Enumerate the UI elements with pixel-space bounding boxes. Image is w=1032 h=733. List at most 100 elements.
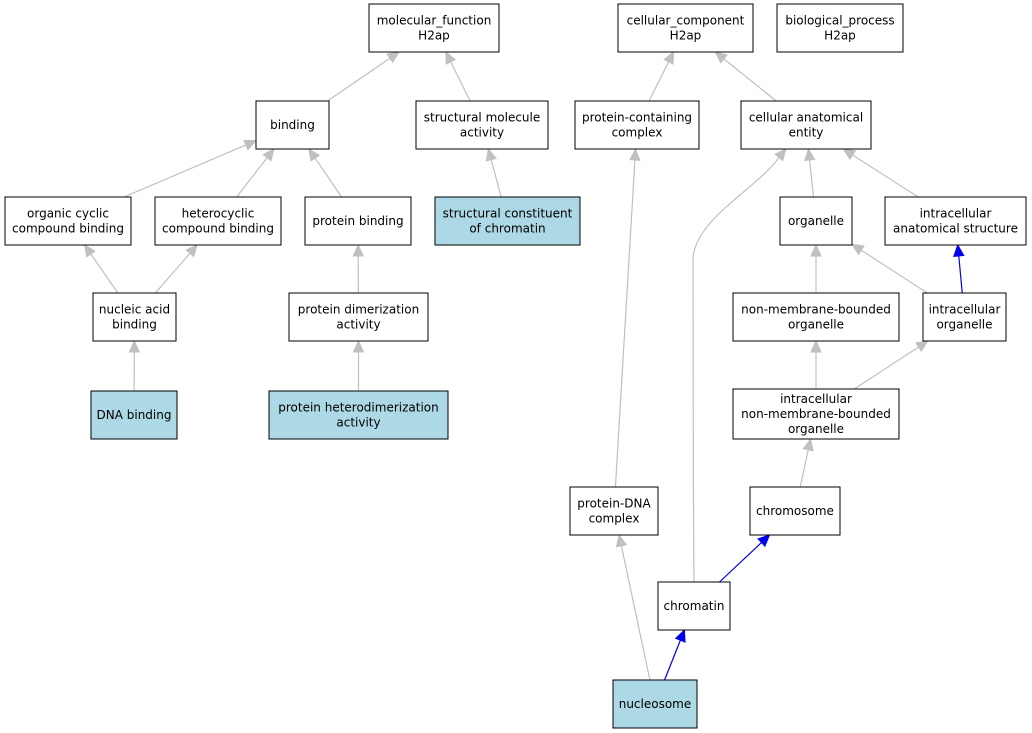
node-label-line: non-membrane-bounded (741, 303, 891, 317)
edge-inmbo-to-io (853, 340, 929, 390)
node-label-line: nucleosome (619, 697, 692, 711)
edge-arrowhead (128, 339, 141, 353)
edge-arrowhead (802, 437, 814, 452)
edge-ias-to-cae (842, 148, 919, 198)
node-label-line: activity (336, 416, 380, 430)
node-label-line: compound binding (162, 222, 274, 236)
node-box (884, 196, 1027, 246)
node-box (434, 196, 581, 246)
node-label-line: cellular_component (627, 14, 745, 28)
node-label-line: H2ap (824, 29, 856, 43)
node-box (740, 100, 872, 150)
edge-binding-to-mf (327, 51, 400, 102)
edge-arrowhead (352, 339, 365, 353)
edge-line (236, 157, 268, 198)
edge-arrowhead (445, 50, 457, 65)
edge-line (958, 255, 963, 294)
edge-arrowhead (83, 244, 96, 258)
edge-phda-to-pda (352, 339, 365, 391)
node-label-line: organelle (788, 214, 844, 228)
node-chromosome[interactable]: chromosome (749, 486, 841, 536)
node-box (779, 196, 853, 246)
edge-arrowhead (262, 148, 275, 162)
node-label-line: cellular anatomical (749, 111, 863, 125)
edge-arrowhead (485, 147, 497, 162)
edge-pdnac-to-pcc (614, 147, 641, 488)
node-organelle[interactable]: organelle (779, 196, 853, 246)
node-binding[interactable]: binding (255, 100, 330, 150)
edge-arrowhead (615, 533, 628, 548)
node-label-line: biological_process (785, 14, 894, 28)
node-label-line: of chromatin (469, 222, 545, 236)
node-label-line: protein heterodimerization (278, 401, 439, 415)
node-label-line: H2ap (418, 29, 450, 43)
edge-line (799, 449, 809, 488)
edge-nmbo-to-organelle (810, 243, 822, 293)
edge-arrowhead (714, 51, 728, 64)
edge-line (154, 252, 191, 294)
edge-arrowhead (352, 243, 364, 257)
edge-line (450, 61, 471, 102)
node-box (732, 292, 900, 342)
node-label-line: organelle (788, 318, 844, 332)
edge-pda-to-pb (352, 243, 364, 294)
edge-line (327, 57, 391, 102)
edge-chromatin-to-chromosome (719, 534, 771, 583)
node-label-line: intracellular (920, 207, 992, 221)
edge-line (852, 154, 919, 198)
node-inmbo[interactable]: intracellularnon-membrane-boundedorganel… (732, 388, 900, 440)
node-box (776, 3, 904, 53)
edge-arrowhead (243, 139, 258, 151)
node-box (154, 196, 282, 246)
edge-arrowhead (842, 148, 857, 161)
node-label-line: organelle (788, 422, 844, 436)
node-box (732, 388, 900, 440)
node-chromatin[interactable]: chromatin (657, 581, 731, 631)
edge-line (860, 249, 928, 294)
node-box (368, 3, 500, 53)
edge-ocb-to-binding (123, 139, 258, 198)
node-label-line: activity (460, 126, 504, 140)
node-label-line: binding (270, 118, 315, 132)
node-label-line: structural molecule (424, 111, 541, 125)
edge-nab-to-ocb (83, 244, 119, 294)
edge-nucleosome-to-chromatin (663, 628, 686, 681)
node-label-line: complex (589, 512, 640, 526)
edge-dnab-to-nab (128, 339, 141, 392)
edge-nucleosome-to-pdnac (615, 533, 651, 681)
node-label-line: nucleic acid (99, 303, 170, 317)
node-label-line: intracellular (929, 303, 1001, 317)
edge-arrowhead (850, 243, 865, 256)
node-label-line: heterocyclic (182, 207, 255, 221)
node-dnab[interactable]: DNA binding (90, 390, 178, 440)
node-label-line: protein-containing (582, 111, 692, 125)
node-nucleosome[interactable]: nucleosome (612, 679, 698, 729)
node-box (4, 196, 132, 246)
edge-line (490, 159, 502, 198)
node-label-line: activity (336, 318, 380, 332)
node-label-line: organelle (936, 318, 992, 332)
node-label-line: complex (612, 126, 663, 140)
node-box (304, 196, 412, 246)
node-pb[interactable]: protein binding (304, 196, 412, 246)
node-label-line: DNA binding (97, 408, 172, 422)
node-label-line: non-membrane-bounded (741, 407, 891, 421)
edge-arrowhead (803, 147, 816, 162)
